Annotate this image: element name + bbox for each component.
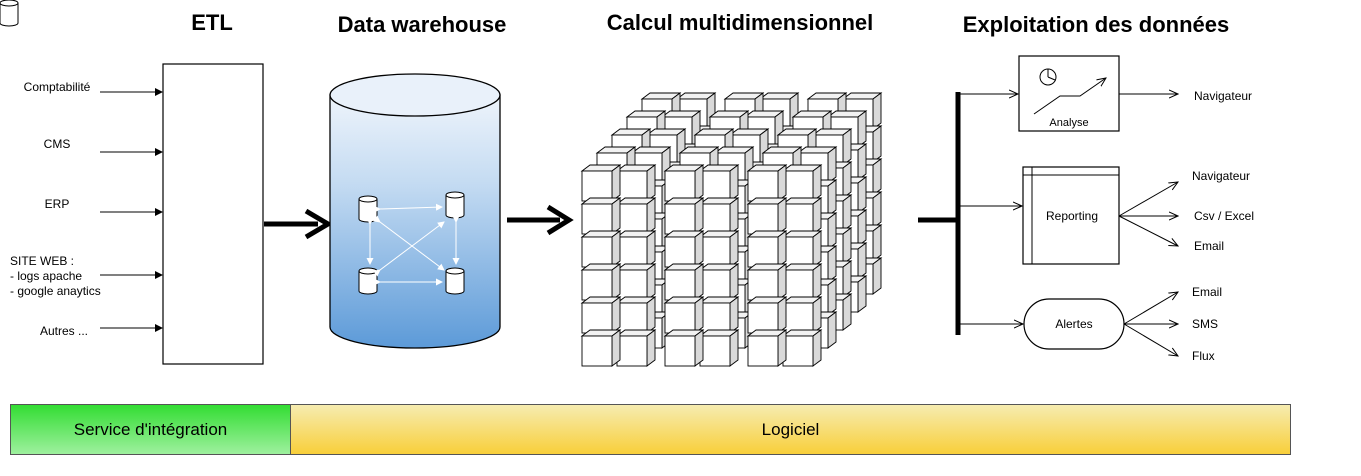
cube-cell <box>781 296 823 334</box>
reporting-output-email: Email <box>1194 239 1225 253</box>
source-site-web: SITE WEB : - logs apache - google anayti… <box>10 254 101 299</box>
cube-cell <box>663 329 705 367</box>
alertes-output-email: Email <box>1192 285 1223 299</box>
cube-cell <box>781 197 823 235</box>
cube-cell <box>615 164 657 202</box>
cube-cell <box>746 230 788 268</box>
band-logiciel: Logiciel <box>290 404 1291 455</box>
cube-cell <box>580 197 622 235</box>
cube-cell <box>615 197 657 235</box>
analyse-box <box>1018 55 1178 132</box>
cube-cell <box>698 329 740 367</box>
reporting-output-navigateur: Navigateur <box>1192 169 1251 183</box>
cube-cell <box>826 110 868 148</box>
heading-calcul-multidimensionnel: Calcul multidimensionnel <box>606 10 874 35</box>
cube-cell <box>746 296 788 334</box>
cube-cell <box>663 263 705 301</box>
cube-cell <box>746 263 788 301</box>
reporting-box <box>1022 166 1178 265</box>
cube-cell <box>746 329 788 367</box>
cube-cell <box>615 263 657 301</box>
source-site-web-title: SITE WEB : <box>10 254 75 268</box>
heading-exploitation: Exploitation des données <box>962 12 1230 37</box>
heading-etl: ETL <box>191 10 233 35</box>
cube-cell <box>746 197 788 235</box>
reporting-output-csv: Csv / Excel <box>1194 209 1255 223</box>
cube-cell <box>580 263 622 301</box>
reporting-label: Reporting <box>1045 209 1099 223</box>
exploitation-connector <box>918 92 1023 335</box>
cube-cell <box>781 230 823 268</box>
warehouse-to-cube-arrow <box>507 204 574 236</box>
source-site-web-analytics: - google anaytics <box>10 284 101 298</box>
cube-cell <box>746 164 788 202</box>
data-warehouse-cylinder <box>329 73 501 349</box>
cube-cell <box>663 164 705 202</box>
cube-cell <box>580 329 622 367</box>
cube-cell <box>698 263 740 301</box>
heading-data-warehouse: Data warehouse <box>337 12 507 37</box>
olap-cube-grid <box>580 92 883 367</box>
cube-cell <box>781 329 823 367</box>
alertes-pill <box>1023 292 1178 356</box>
cube-cell <box>698 197 740 235</box>
alertes-output-flux: Flux <box>1192 349 1215 363</box>
cube-cell <box>663 230 705 268</box>
cube-cell <box>663 296 705 334</box>
cube-cell <box>698 296 740 334</box>
cube-cell <box>580 164 622 202</box>
replicated-databases <box>0 0 465 295</box>
source-cms: CMS <box>43 137 71 151</box>
source-arrows <box>100 88 163 332</box>
analyse-label: Analyse <box>1049 117 1089 129</box>
cube-cell <box>663 197 705 235</box>
alertes-label: Alertes <box>1055 317 1093 331</box>
band-service-integration: Service d'intégration <box>10 404 291 455</box>
analyse-output-navigateur: Navigateur <box>1194 89 1253 103</box>
etl-box <box>162 63 264 365</box>
cube-cell <box>615 329 657 367</box>
source-autres: Autres ... <box>39 324 89 338</box>
cube-cell <box>698 164 740 202</box>
source-site-web-logs: - logs apache <box>10 269 83 283</box>
cube-cell <box>781 263 823 301</box>
cube-cell <box>580 230 622 268</box>
cube-cell <box>580 296 622 334</box>
alertes-output-sms: SMS <box>1192 317 1219 331</box>
source-comptabilite: Comptabilité <box>23 80 91 94</box>
cube-cell <box>615 296 657 334</box>
cube-cell <box>698 230 740 268</box>
source-erp: ERP <box>44 197 70 211</box>
cube-cell <box>615 230 657 268</box>
etl-to-warehouse-arrow <box>264 208 333 240</box>
cube-cell <box>781 164 823 202</box>
